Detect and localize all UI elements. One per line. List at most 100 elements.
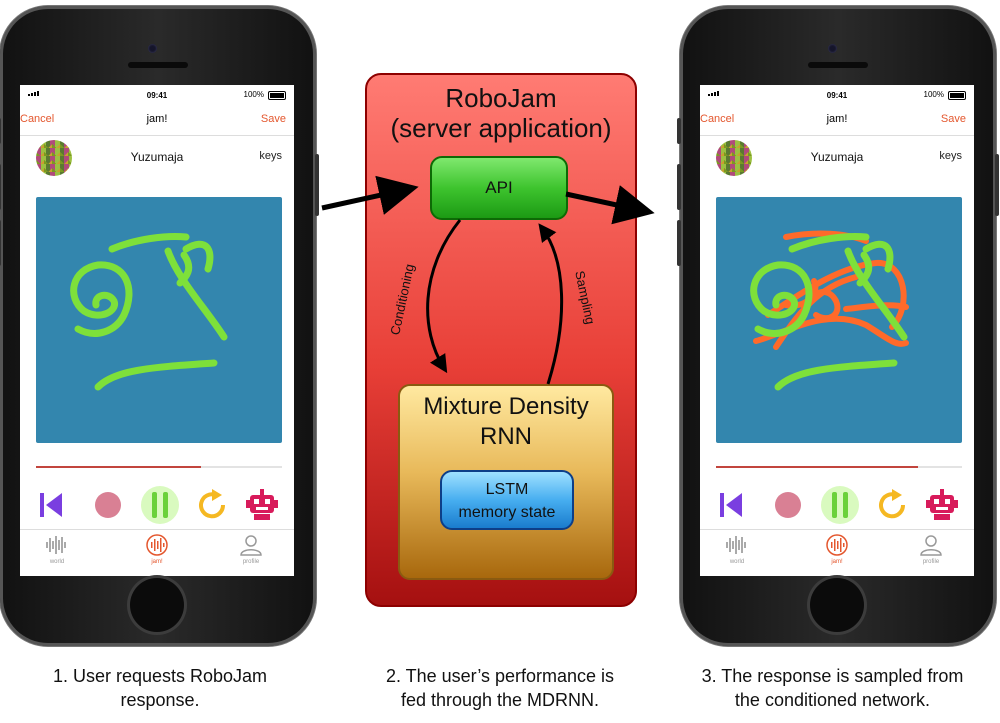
save-button[interactable]: Save	[940, 113, 966, 125]
cancel-button[interactable]: Cancel	[700, 113, 735, 125]
caption-step2-line1: 2. The user’s performance is	[385, 666, 615, 686]
tab-jam-label: jam!	[831, 559, 843, 565]
username: Yuzumaja	[810, 150, 864, 164]
phone-left-screen: 09:41 100% Cancel jam! Save Yuzumaja key…	[20, 85, 294, 576]
playback-progress-fill	[36, 466, 201, 468]
front-camera	[148, 44, 157, 53]
nav-title: jam!	[146, 113, 168, 125]
tab-jam-label: jam!	[151, 559, 163, 565]
world-wave-icon	[46, 536, 66, 554]
server-title-line2: (server application)	[390, 113, 612, 143]
tab-world-label: world	[729, 559, 745, 565]
signal-icon	[708, 91, 719, 96]
front-camera	[828, 44, 837, 53]
battery-icon	[268, 91, 286, 100]
jam-icon	[146, 534, 168, 556]
home-button[interactable]	[810, 578, 864, 632]
user-performance-drawing	[70, 233, 228, 391]
avatar	[716, 140, 752, 176]
pause-icon[interactable]	[140, 485, 180, 525]
server-title-line1: RoboJam	[445, 83, 557, 113]
tab-jam[interactable]: jam!	[812, 534, 862, 565]
tab-world-label: world	[49, 559, 65, 565]
home-button[interactable]	[130, 578, 184, 632]
profile-icon	[240, 535, 262, 556]
robot-icon[interactable]	[244, 487, 280, 523]
tab-bar: world jam! profile	[20, 529, 294, 576]
status-bar: 09:41 100%	[700, 85, 974, 105]
cancel-button[interactable]: Cancel	[20, 113, 55, 125]
playback-progress[interactable]	[36, 466, 282, 468]
tab-jam[interactable]: jam!	[132, 534, 182, 565]
caption-step3-line1: 3. The response is sampled from	[701, 666, 964, 686]
earpiece-speaker	[808, 62, 868, 68]
mdrnn-title: Mixture Density RNN	[400, 392, 612, 452]
sampling-arrow	[538, 223, 564, 385]
battery-icon	[948, 91, 966, 100]
lstm-line2: memory state	[458, 504, 556, 521]
record-icon[interactable]	[90, 487, 126, 523]
response-arrow	[565, 185, 655, 225]
avatar	[36, 140, 72, 176]
robot-icon[interactable]	[924, 487, 960, 523]
phone-right: 09:41 100% Cancel jam! Save Yuzumaja key…	[677, 6, 999, 646]
phone-left: 09:41 100% Cancel jam! Save Yuzumaja key…	[0, 6, 319, 646]
tab-world[interactable]: world	[32, 534, 82, 565]
request-arrow	[321, 175, 419, 215]
caption-step1-line2: response.	[120, 690, 200, 710]
save-button[interactable]: Save	[260, 113, 286, 125]
tab-profile-label: profile	[242, 559, 260, 565]
replay-icon[interactable]	[194, 487, 230, 523]
instrument-label: keys	[939, 150, 962, 162]
performance-canvas[interactable]	[36, 197, 282, 443]
earpiece-speaker	[128, 62, 188, 68]
status-time: 09:41	[146, 91, 168, 100]
status-time: 09:41	[826, 91, 848, 100]
playback-progress[interactable]	[716, 466, 962, 468]
record-icon[interactable]	[770, 487, 806, 523]
transport-controls	[20, 485, 294, 527]
user-row: Yuzumaja keys	[700, 137, 974, 177]
nav-title: jam!	[826, 113, 848, 125]
caption-step2: 2. The user’s performance is fed through…	[345, 664, 655, 712]
performance-canvas[interactable]	[716, 197, 962, 443]
nav-bar: Cancel jam! Save	[700, 105, 974, 136]
instrument-label: keys	[259, 150, 282, 162]
phone-right-screen: 09:41 100% Cancel jam! Save Yuzumaja key…	[700, 85, 974, 576]
tab-profile[interactable]: profile	[226, 534, 276, 565]
tab-profile-label: profile	[922, 559, 940, 565]
skip-back-icon[interactable]	[712, 487, 748, 523]
tab-bar: world jam! profile	[700, 529, 974, 576]
lstm-box: LSTM memory state	[440, 470, 574, 530]
lstm-line1: LSTM	[485, 481, 529, 498]
response-performance-drawing	[750, 230, 909, 391]
username: Yuzumaja	[130, 150, 184, 164]
profile-icon	[920, 535, 942, 556]
mdrnn-title-line2: RNN	[480, 423, 532, 450]
battery-percent: 100%	[923, 90, 944, 99]
tab-world[interactable]: world	[712, 534, 762, 565]
jam-icon	[826, 534, 848, 556]
playback-progress-fill	[716, 466, 918, 468]
api-box: API	[430, 156, 568, 220]
transport-controls	[700, 485, 974, 527]
caption-step3-line2: the conditioned network.	[734, 690, 931, 710]
nav-bar: Cancel jam! Save	[20, 105, 294, 136]
world-wave-icon	[726, 536, 746, 554]
signal-icon	[28, 91, 39, 96]
tab-profile[interactable]: profile	[906, 534, 956, 565]
skip-back-icon[interactable]	[32, 487, 68, 523]
conditioning-arrow	[426, 219, 462, 374]
pause-icon[interactable]	[820, 485, 860, 525]
caption-step1: 1. User requests RoboJam response.	[10, 664, 310, 712]
replay-icon[interactable]	[874, 487, 910, 523]
server-title: RoboJam (server application)	[367, 83, 635, 143]
caption-step3: 3. The response is sampled from the cond…	[670, 664, 995, 712]
caption-step2-line2: fed through the MDRNN.	[400, 690, 600, 710]
mdrnn-title-line1: Mixture Density	[423, 393, 589, 420]
user-row: Yuzumaja keys	[20, 137, 294, 177]
battery-percent: 100%	[243, 90, 264, 99]
caption-step1-line1: 1. User requests RoboJam	[52, 666, 268, 686]
status-bar: 09:41 100%	[20, 85, 294, 105]
